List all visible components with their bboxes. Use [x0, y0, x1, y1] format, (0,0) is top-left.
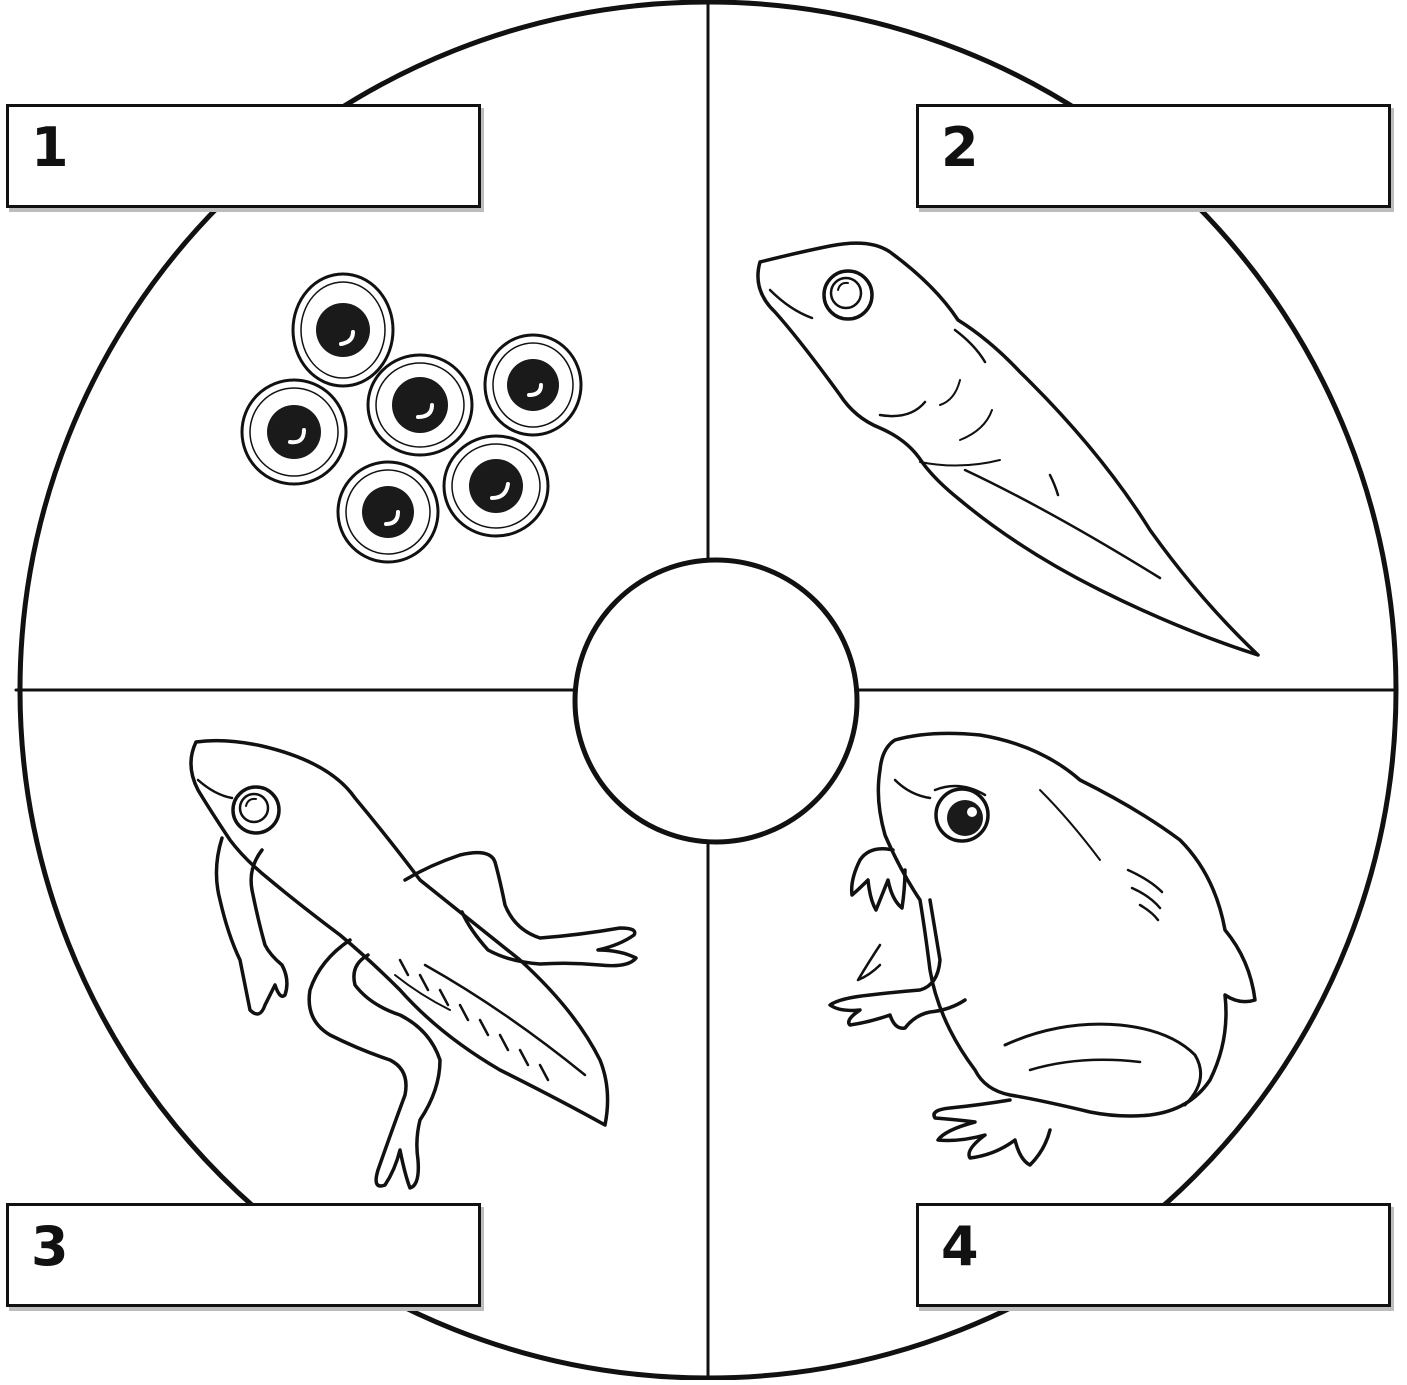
stage-1-answer-field[interactable] — [89, 127, 466, 189]
center-circle — [575, 560, 857, 842]
stage-2-label-box[interactable]: 2 — [916, 104, 1391, 208]
stage-4-answer-field[interactable] — [999, 1226, 1376, 1288]
stage-3-answer-field[interactable] — [89, 1226, 466, 1288]
stage-1-label-box[interactable]: 1 — [6, 104, 481, 208]
stage-3-label-box[interactable]: 3 — [6, 1203, 481, 1307]
stage-2-number: 2 — [941, 121, 979, 175]
stage-2-answer-field[interactable] — [999, 127, 1376, 189]
stage-4-label-box[interactable]: 4 — [916, 1203, 1391, 1307]
stage-1-number: 1 — [31, 121, 69, 175]
stage-4-number: 4 — [941, 1220, 979, 1274]
stage-3-number: 3 — [31, 1220, 69, 1274]
